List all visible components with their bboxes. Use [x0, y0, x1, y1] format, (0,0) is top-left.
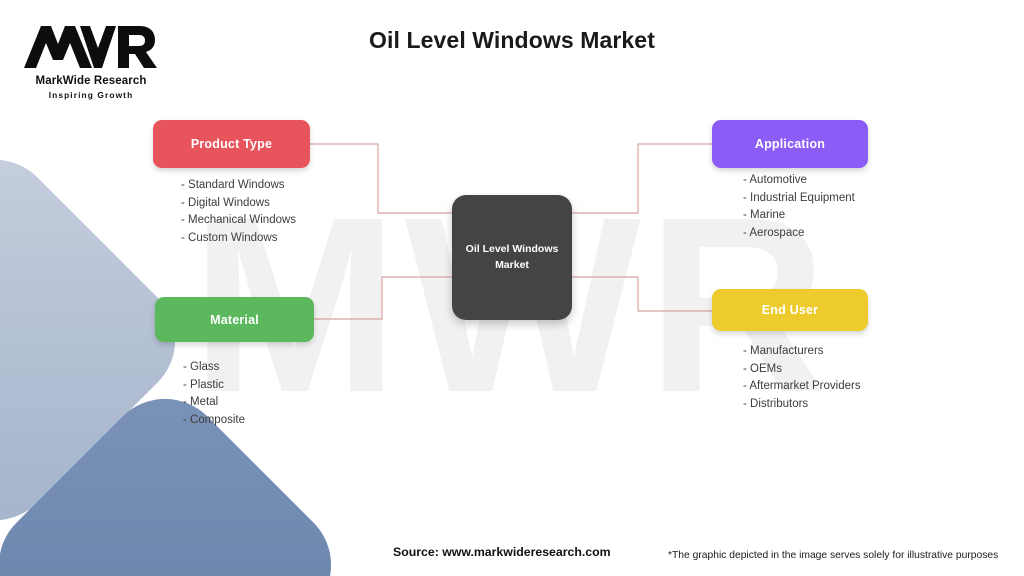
list-item: - Composite	[183, 413, 245, 426]
center-node-label: Oil Level Windows Market	[465, 243, 559, 271]
source-label: Source: www.markwideresearch.com	[393, 545, 611, 559]
branch-label-product-type: Product Type	[190, 137, 273, 151]
list-item: - Metal	[183, 396, 219, 408]
item-list-product-type: - Standard Windows - Digital Windows - M…	[181, 177, 296, 247]
connector-product-type	[310, 143, 452, 214]
list-item: - Plastic	[183, 378, 224, 391]
list-item: - Industrial Equipment	[743, 191, 855, 204]
branch-node-application[interactable]: Application	[712, 120, 868, 168]
list-item: - Custom Windows	[181, 231, 278, 244]
list-item: - OEMs	[743, 362, 782, 375]
list-item: - Glass	[183, 361, 220, 373]
center-node[interactable]: Oil Level Windows Market	[452, 195, 572, 320]
decorative-shape-dark	[0, 374, 356, 576]
branch-node-product-type[interactable]: Product Type	[153, 120, 310, 168]
branch-label-end-user: End User	[761, 303, 819, 317]
list-item: - Manufacturers	[743, 345, 824, 357]
list-item: - Automotive	[743, 174, 807, 186]
disclaimer-text: *The graphic depicted in the image serve…	[668, 550, 999, 561]
branch-label-application: Application	[754, 137, 826, 151]
mwr-monogram-icon	[24, 26, 157, 68]
list-item: - Aftermarket Providers	[743, 380, 861, 392]
item-list-application: - Automotive - Industrial Equipment - Ma…	[743, 172, 855, 242]
connector-end-user	[572, 276, 712, 312]
list-item: - Aerospace	[743, 226, 805, 239]
list-item: - Marine	[743, 209, 786, 221]
item-list-end-user: - Manufacturers - OEMs - Aftermarket Pro…	[743, 343, 861, 413]
list-item: - Mechanical Windows	[181, 214, 297, 226]
branch-node-end-user[interactable]: End User	[712, 289, 868, 331]
brand-logo: MarkWide Research Inspiring Growth	[18, 18, 228, 100]
branch-label-material: Material	[210, 312, 259, 327]
connector-application	[572, 143, 712, 214]
connector-material	[314, 276, 452, 320]
logo-company-name: MarkWide Research	[35, 75, 147, 87]
item-list-material: - Glass - Plastic - Metal - Composite	[183, 359, 245, 429]
page-title: Oil Level Windows Market	[369, 27, 655, 53]
list-item: - Distributors	[743, 397, 809, 410]
list-item: - Standard Windows	[181, 179, 285, 191]
branch-node-material[interactable]: Material	[155, 297, 314, 342]
logo-tagline: Inspiring Growth	[48, 90, 134, 100]
list-item: - Digital Windows	[181, 196, 270, 209]
